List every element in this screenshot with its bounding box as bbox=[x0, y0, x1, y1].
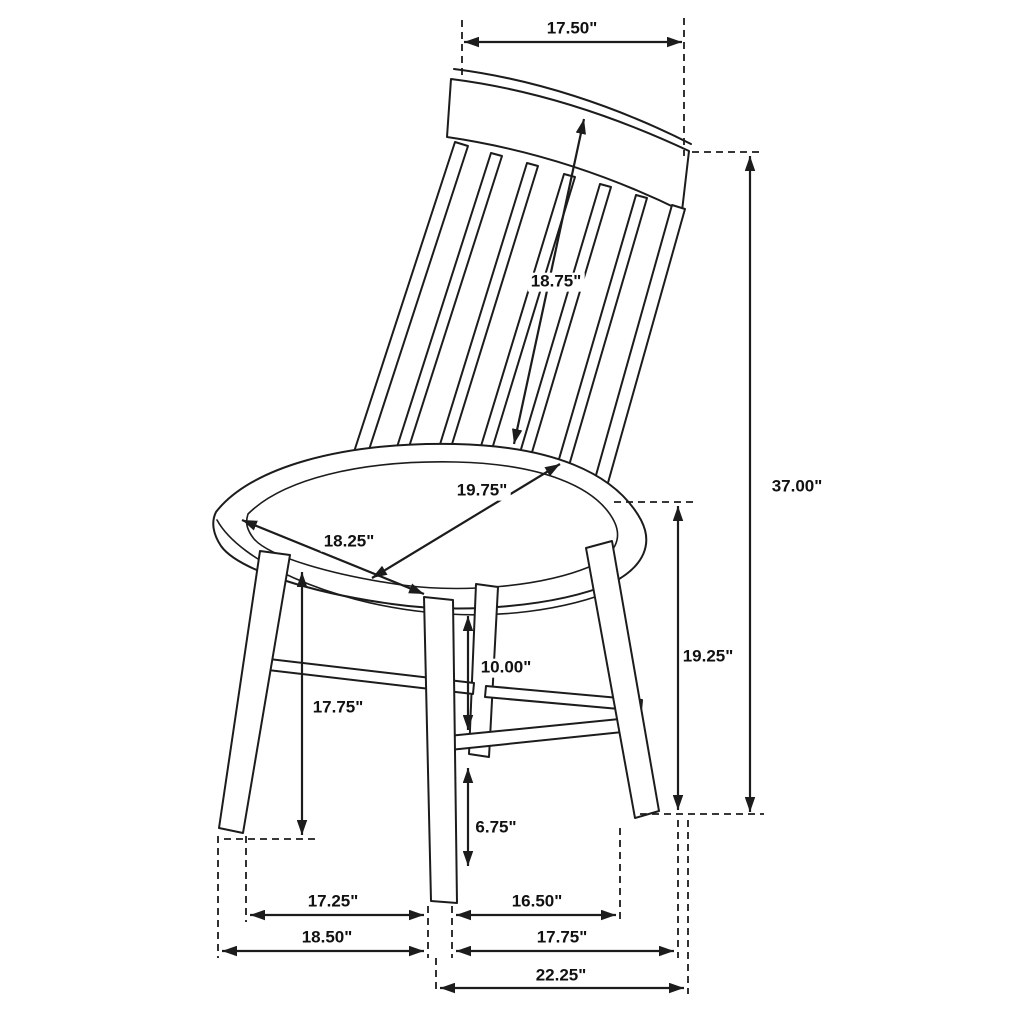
dim-label-front-outer-width: 18.50" bbox=[298, 928, 356, 948]
chair-back-right-leg bbox=[585, 540, 660, 819]
dim-label-seat-height-back: 19.25" bbox=[679, 647, 737, 667]
dim-label-back-length: 18.75" bbox=[527, 272, 585, 292]
dim-label-seat-to-stretcher: 10.00" bbox=[477, 658, 535, 678]
dim-label-front-inner-width: 17.25" bbox=[304, 892, 362, 912]
dim-label-side-inner-depth: 16.50" bbox=[508, 892, 566, 912]
dim-label-overall-height: 37.00" bbox=[768, 477, 826, 497]
dim-label-seat-height-left: 17.75" bbox=[309, 698, 367, 718]
chair-outline bbox=[212, 68, 692, 904]
dim-label-top-width: 17.50" bbox=[543, 19, 601, 39]
chair-front-center-leg bbox=[423, 596, 458, 904]
dim-label-seat-width: 18.25" bbox=[320, 532, 378, 552]
dim-label-stretcher-to-floor: 6.75" bbox=[472, 818, 520, 838]
dim-label-side-mid-depth: 17.75" bbox=[533, 928, 591, 948]
chair-front-left-leg bbox=[218, 550, 291, 834]
extension-lines bbox=[217, 18, 764, 994]
dim-label-seat-depth: 19.75" bbox=[453, 481, 511, 501]
dim-label-side-outer-depth: 22.25" bbox=[532, 966, 590, 986]
dim-line-seat-width bbox=[241, 518, 425, 596]
